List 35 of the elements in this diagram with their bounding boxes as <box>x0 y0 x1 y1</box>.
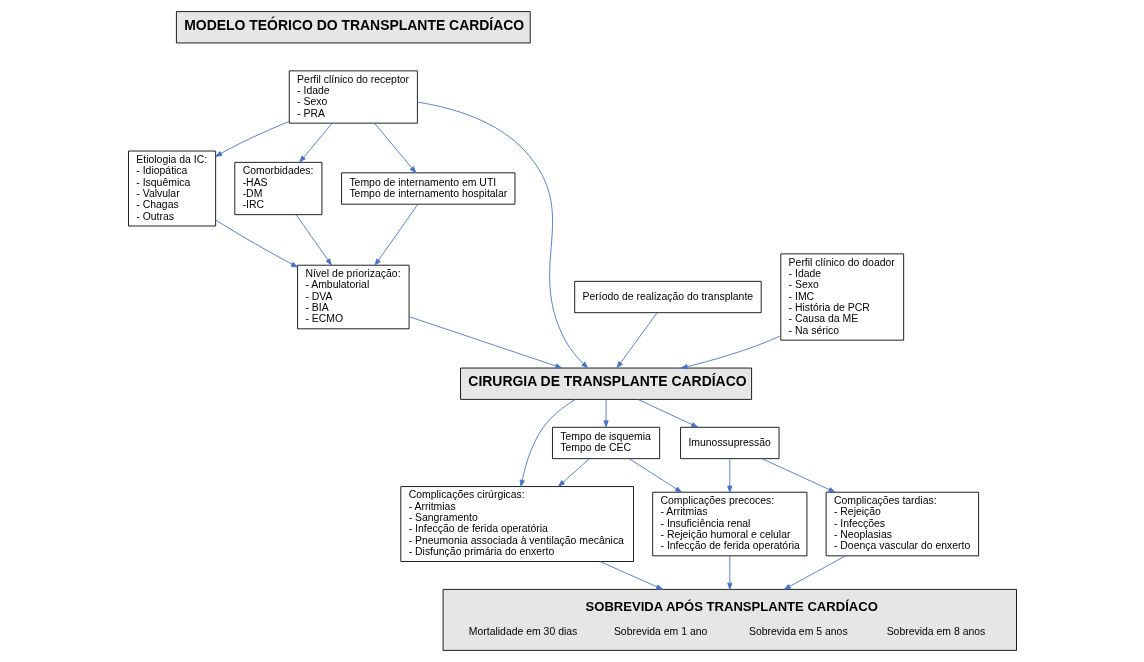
node-box: MODELO TEÓRICO DO TRANSPLANTE CARDÍACO <box>175 11 531 44</box>
node-box: Tempo de isquemia Tempo de CEC <box>551 426 660 460</box>
arrow <box>726 555 732 590</box>
arrow <box>298 122 332 163</box>
node-box: Comorbidades: -HAS -DM -IRC <box>233 161 322 216</box>
arrow <box>599 561 663 590</box>
arrow <box>726 458 732 493</box>
node-box: Nível de priorização: - Ambulatorial - DVA - BIA - ECMO <box>296 264 410 330</box>
node-box: Complicações tardias: - Rejeição - Infecções - Neoplasias - Doença vascular do enxerto <box>825 491 979 557</box>
node-box: Perfil clínico do doador - Idade - Sexo - IMC - História de PCR - Causa da ME - Na sérico <box>779 253 904 341</box>
arrow <box>783 555 846 590</box>
node-box: Etiologia da IC: - Idiopática - Isquêmica - Valvular - Chagas - Outras <box>127 150 216 227</box>
arrow <box>295 214 332 266</box>
arrow <box>519 399 576 487</box>
node-box: SOBREVIDA APÓS TRANSPLANTE CARDÍACO Mortalidade em 30 dias Sobrevida em 1 ano Sobrevida em 5 anos Sobrevida em 8 anos <box>442 588 1017 651</box>
node-box: Período de realização do transplante <box>573 280 762 314</box>
arrow <box>214 120 290 157</box>
arrow <box>373 122 416 174</box>
node-box: Complicações precoces: - Arritmias - Insuficiência renal - Rejeição humoral e celular - Infecção de ferida operatória <box>651 491 807 557</box>
arrow <box>603 399 609 428</box>
arrow <box>557 458 590 487</box>
arrow <box>215 219 298 268</box>
node-box: Perfil clínico do receptor - Idade - Sexo - PRA <box>288 70 418 124</box>
arrow <box>374 203 418 266</box>
arrow <box>680 335 781 370</box>
arrow <box>616 312 657 369</box>
node-box: Complicações cirúrgicas: - Arritmias - Sangramento - Infecção de ferida operatória - Pneumonia associada à ventilação mecânica - Disfunção primária do enxerto <box>399 486 634 562</box>
arrow <box>761 458 835 493</box>
node-box: Imunossupressão <box>679 426 779 460</box>
node-box: Tempo de internamento em UTI Tempo de internamento hospitalar <box>340 172 515 205</box>
arrow <box>637 399 698 428</box>
arrow <box>628 458 682 493</box>
node-box: CIRURGIA DE TRANSPLANTE CARDÍACO <box>459 367 752 400</box>
arrow <box>416 101 588 369</box>
arrow <box>408 316 562 369</box>
